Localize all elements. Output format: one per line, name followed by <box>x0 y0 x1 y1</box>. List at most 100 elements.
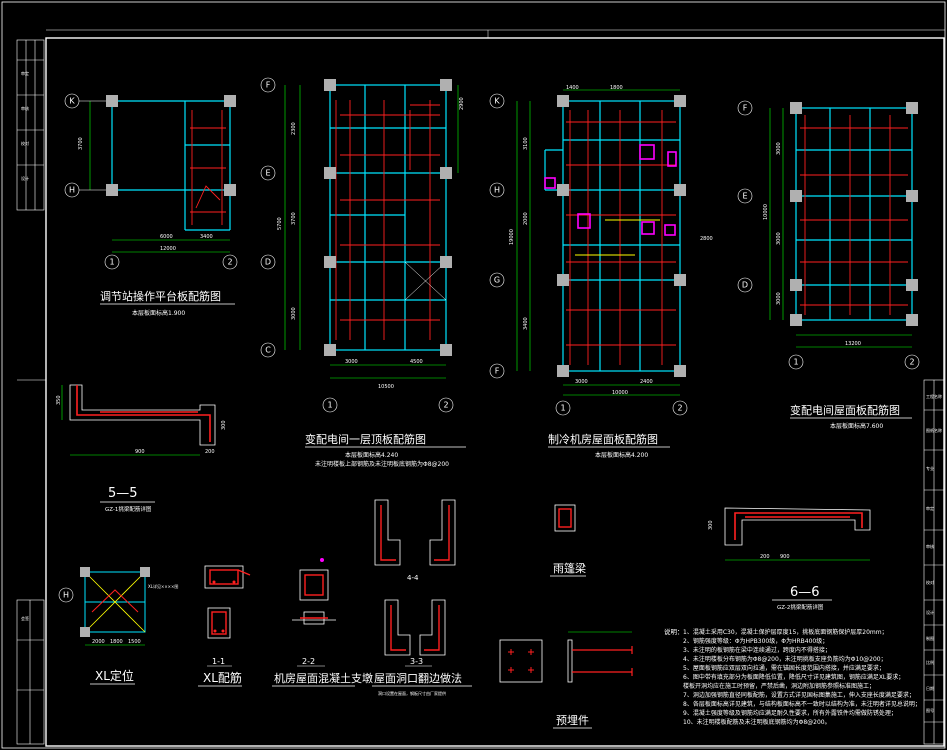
svg-text:G: G <box>494 276 500 285</box>
right-title-block <box>923 379 945 745</box>
note-line: 1、混凝土采用C30，混凝土保护层厚度15，挑板底面钢筋保护层厚20mm； <box>683 628 888 636</box>
svg-text:1: 1 <box>793 358 798 367</box>
plan1-title: 调节站操作平台板配筋图 <box>100 289 221 303</box>
svg-text:制图: 制图 <box>926 635 934 641</box>
xl-rebar-title: XL配筋 <box>203 670 242 685</box>
svg-text:300: 300 <box>221 420 227 430</box>
plan4-title: 变配电间屋面板配筋图 <box>790 403 900 417</box>
plan3-title: 制冷机房屋面板配筋图 <box>548 432 658 446</box>
svg-text:350: 350 <box>56 395 62 405</box>
notes-label: 说明： <box>664 627 684 636</box>
svg-text:本层板面标高7.600: 本层板面标高7.600 <box>830 422 883 430</box>
svg-text:本层板面标高1.900: 本层板面标高1.900 <box>132 309 185 317</box>
svg-text:1800: 1800 <box>610 85 623 91</box>
svg-text:4-4: 4-4 <box>407 574 419 582</box>
rain-beam-title: 雨篷梁 <box>553 561 586 575</box>
svg-text:3000: 3000 <box>776 292 782 305</box>
svg-text:校对: 校对 <box>926 579 934 585</box>
svg-text:F: F <box>743 104 748 113</box>
roof-pier-detail: 2-2 机房屋面混凝土支墩 <box>272 558 373 687</box>
svg-text:D: D <box>742 281 748 290</box>
svg-text:2400: 2400 <box>640 379 653 385</box>
note-line: 10、未注明楼板配筋及未注明板底钢筋均为Φ8@200。 <box>683 718 831 726</box>
svg-text:12000: 12000 <box>160 246 176 252</box>
svg-text:2000: 2000 <box>523 212 529 225</box>
roof-hole-detail: 4-4 3-3 屋面洞口翻边做法 洞口设置在屋面，钢板尺寸由厂家提供 <box>372 499 472 696</box>
note-line: 2、钢筋强度等级：Φ为HPB300级，Φ为HRB400级； <box>683 637 828 645</box>
roof-hole-title: 屋面洞口翻边做法 <box>374 671 462 685</box>
svg-text:19000: 19000 <box>509 229 515 245</box>
svg-text:洞口设置在屋面，钢板尺寸由厂家提供: 洞口设置在屋面，钢板尺寸由厂家提供 <box>378 690 446 696</box>
svg-text:比例: 比例 <box>926 659 934 665</box>
svg-text:2: 2 <box>909 358 914 367</box>
svg-text:2: 2 <box>443 401 448 410</box>
embedded-part: 预埋件 <box>499 631 633 729</box>
plan2-title: 变配电间一层顶板配筋图 <box>305 432 426 446</box>
svg-text:1500: 1500 <box>128 639 141 645</box>
svg-text:2: 2 <box>677 404 682 413</box>
svg-text:工程名称: 工程名称 <box>926 393 942 399</box>
svg-text:设计: 设计 <box>926 609 934 615</box>
plan2-substation-slab: F E D C 1 2 3000 4500 10500 2300 5700 37… <box>260 77 466 468</box>
note-line: 5、屋面板钢筋应双层双向拉通，需在锚固长度范围内搭接，并应满足要求； <box>683 664 885 672</box>
note-line: 8、各层板面标高详见建筑，与结构板面标高不一致时以结构为准，未注明者详见总说明； <box>683 700 921 708</box>
xl-rebar-detail: XL配筋 1-1 <box>198 565 251 687</box>
svg-text:审核: 审核 <box>926 543 934 549</box>
svg-text:900: 900 <box>780 554 790 560</box>
svg-text:2000: 2000 <box>92 639 105 645</box>
svg-text:未注明楼板上部钢筋及未注明板底钢筋为Φ8@200: 未注明楼板上部钢筋及未注明板底钢筋为Φ8@200 <box>315 460 449 468</box>
svg-text:专业: 专业 <box>926 465 934 471</box>
svg-text:10000: 10000 <box>612 390 628 396</box>
svg-text:3000: 3000 <box>776 232 782 245</box>
axis-label: 1 <box>109 258 114 267</box>
section-5-5: 900 350 200 300 5—5 GZ-1挑梁配筋详图 <box>56 384 227 513</box>
right-title-text: 工程名称 图纸名称 专业 审定 审核 校对 设计 制图 比例 日期 图号 <box>926 393 942 713</box>
svg-text:13200: 13200 <box>845 341 861 347</box>
svg-text:3000: 3000 <box>345 359 358 365</box>
svg-text:200: 200 <box>760 554 770 560</box>
svg-text:300: 300 <box>708 520 714 530</box>
section-title: 5—5 <box>108 486 138 501</box>
axis-label: K <box>69 97 75 106</box>
axis-label: H <box>69 186 75 195</box>
svg-text:2800: 2800 <box>700 236 713 242</box>
section-6-6: 900 300 200 6—6 GZ-2挑梁配筋详图 <box>708 507 871 611</box>
svg-text:1: 1 <box>560 404 565 413</box>
svg-text:设计: 设计 <box>21 175 29 181</box>
svg-text:3700: 3700 <box>78 137 84 150</box>
left-title-strip <box>16 39 46 745</box>
svg-text:1400: 1400 <box>566 85 579 91</box>
svg-text:审核: 审核 <box>21 105 29 111</box>
svg-text:10000: 10000 <box>763 204 769 220</box>
plan1-platform-slab: K H 1 2 3700 6000 12000 3400 调节站操作平台板配筋图… <box>64 93 238 317</box>
svg-text:F: F <box>266 81 271 90</box>
svg-text:会签: 会签 <box>21 615 29 621</box>
left-title-text: 审定 审核 校对 设计 会签 <box>21 70 29 621</box>
svg-text:H: H <box>494 186 500 195</box>
xl-position-title: XL定位 <box>95 668 134 683</box>
svg-text:校对: 校对 <box>21 140 29 146</box>
svg-text:200: 200 <box>205 449 215 455</box>
svg-text:2900: 2900 <box>459 97 465 110</box>
plan4-substation-roof: F E D 1 2 3000 10000 3000 3000 13200 变配电… <box>737 100 920 430</box>
svg-text:图纸名称: 图纸名称 <box>926 427 942 433</box>
svg-text:3-3: 3-3 <box>410 657 423 666</box>
svg-text:GZ-1挑梁配筋详图: GZ-1挑梁配筋详图 <box>105 505 152 513</box>
svg-text:3000: 3000 <box>776 142 782 155</box>
svg-text:C: C <box>265 346 271 355</box>
design-notes: 说明： 1、混凝土采用C30，混凝土保护层厚度15，挑板底面钢筋保护层厚20mm… <box>664 627 921 726</box>
xl-position-detail: H 2000 1800 1500 XL详见××××图 XL定位 <box>58 567 178 685</box>
svg-text:6000: 6000 <box>160 234 173 240</box>
roof-pier-title: 机房屋面混凝土支墩 <box>274 671 373 685</box>
svg-text:图号: 图号 <box>926 707 934 713</box>
svg-text:K: K <box>494 97 500 106</box>
svg-text:E: E <box>742 192 747 201</box>
svg-text:2300: 2300 <box>291 122 297 135</box>
svg-text:3700: 3700 <box>291 212 297 225</box>
svg-text:3400: 3400 <box>200 234 213 240</box>
note-line: 9、混凝土强度等级及钢筋均应满足耐久性要求，所有外露铁件均需做防锈处理； <box>683 709 897 717</box>
svg-text:5700: 5700 <box>277 217 283 230</box>
svg-text:1: 1 <box>327 401 332 410</box>
svg-text:1800: 1800 <box>110 639 123 645</box>
